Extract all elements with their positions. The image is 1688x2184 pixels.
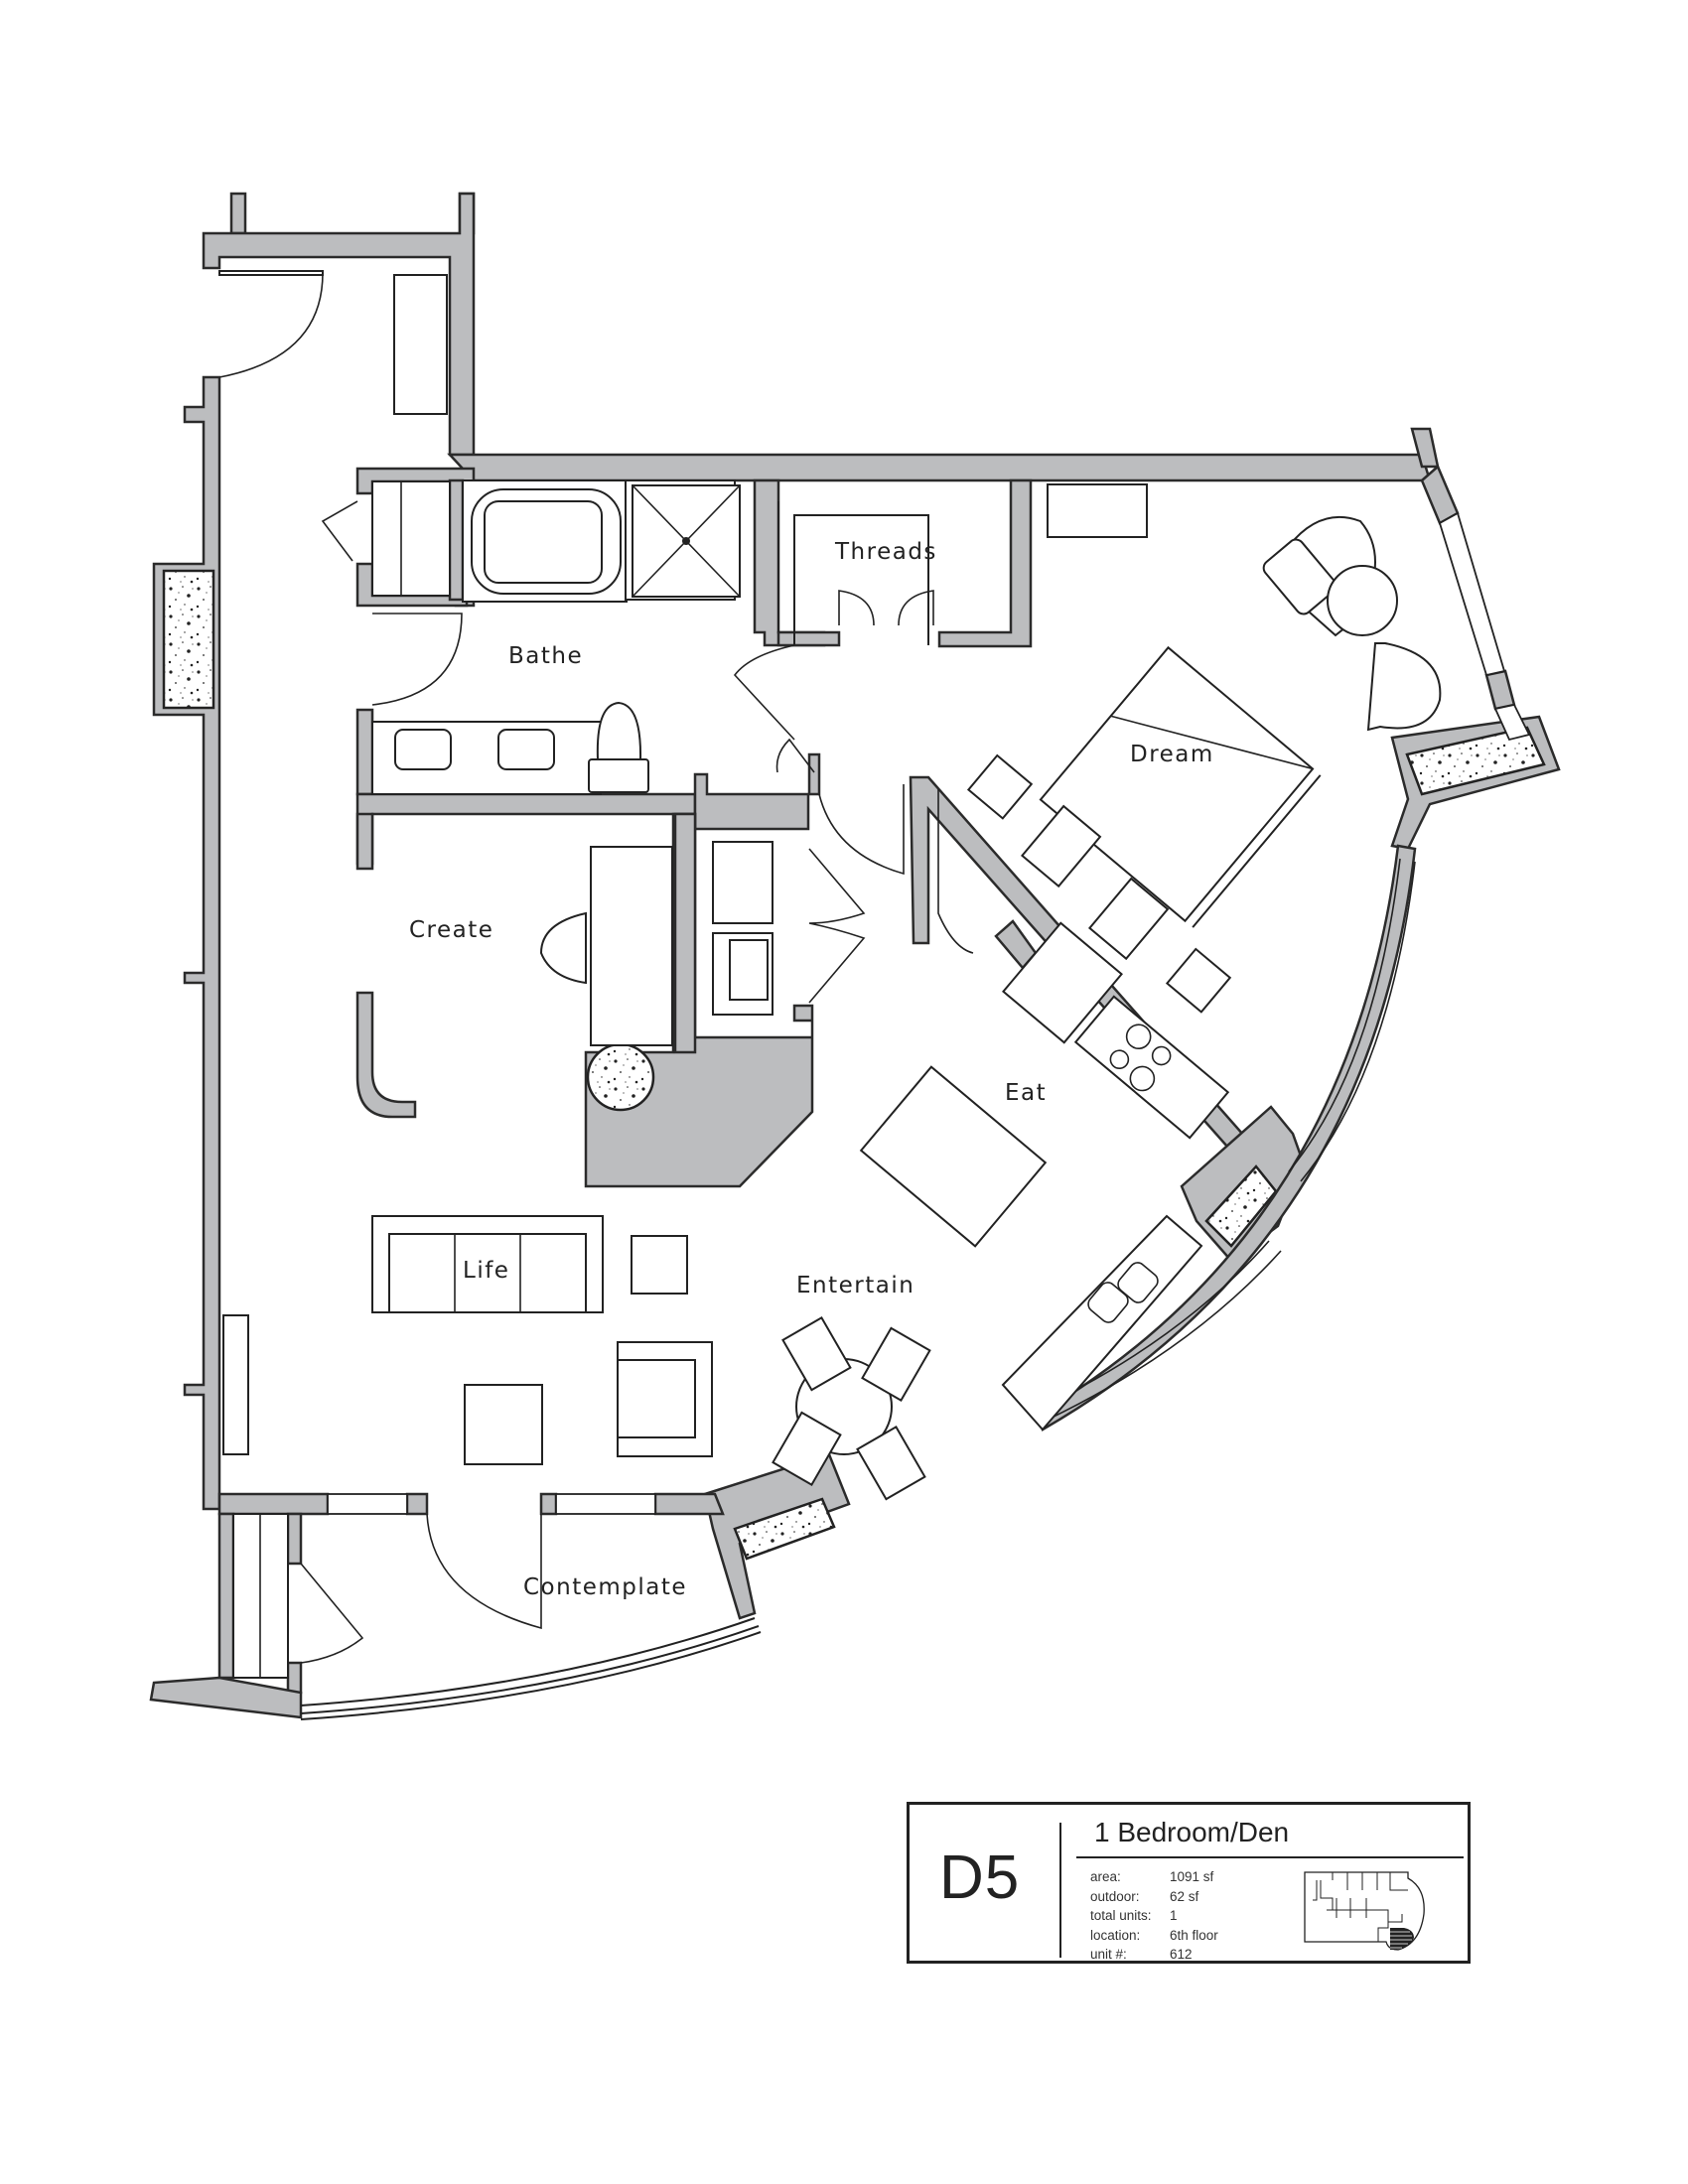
- info-divider: [1059, 1823, 1061, 1958]
- room-label-threads: Threads: [834, 539, 937, 565]
- room-label-entertain: Entertain: [796, 1273, 914, 1298]
- room-labels: Threads Bathe Dream Create Eat Life Ente…: [409, 539, 1214, 1600]
- walls: [149, 192, 1561, 1720]
- unit-code: D5: [939, 1843, 1021, 1912]
- detail-key: area:: [1090, 1869, 1121, 1884]
- detail-row-outdoor: outdoor: 62 sf: [1090, 1887, 1218, 1907]
- room-label-life: Life: [463, 1258, 509, 1284]
- room-label-create: Create: [409, 917, 493, 943]
- room-label-eat: Eat: [1005, 1080, 1047, 1106]
- room-label-contemplate: Contemplate: [523, 1574, 687, 1600]
- unit-info-box: D5 1 Bedroom/Den area: 1091 sf outdoor: …: [907, 1802, 1471, 1964]
- detail-value: 612: [1170, 1947, 1193, 1962]
- furniture: [222, 274, 1442, 1679]
- detail-value: 1: [1170, 1908, 1178, 1923]
- detail-key: total units:: [1090, 1908, 1152, 1923]
- detail-row-unit-number: unit #: 612: [1090, 1945, 1218, 1965]
- detail-value: 62 sf: [1170, 1888, 1199, 1904]
- detail-row-area: area: 1091 sf: [1090, 1867, 1218, 1887]
- detail-row-location: location: 6th floor: [1090, 1926, 1218, 1946]
- detail-row-total-units: total units: 1: [1090, 1906, 1218, 1926]
- detail-key: location:: [1090, 1927, 1141, 1943]
- detail-key: unit #:: [1090, 1947, 1127, 1962]
- room-label-dream: Dream: [1130, 742, 1214, 767]
- title-rule: [1076, 1856, 1464, 1858]
- detail-key: outdoor:: [1090, 1888, 1140, 1904]
- unit-type-title: 1 Bedroom/Den: [1094, 1817, 1290, 1847]
- room-label-bathe: Bathe: [508, 643, 583, 669]
- detail-value: 6th floor: [1170, 1927, 1218, 1943]
- doors: [218, 270, 974, 1664]
- detail-value: 1091 sf: [1170, 1869, 1214, 1884]
- unit-details: area: 1091 sf outdoor: 62 sf total units…: [1090, 1867, 1218, 1965]
- building-keyplan-icon: [1304, 1871, 1425, 1951]
- windows: [327, 511, 1531, 1515]
